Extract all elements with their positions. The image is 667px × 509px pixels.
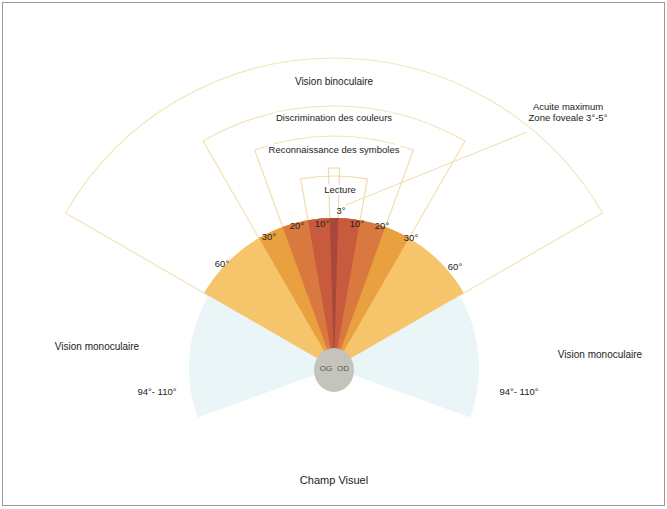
eyes-shape bbox=[314, 348, 354, 392]
binocular-zone-outline bbox=[66, 58, 603, 368]
eye-label: OG bbox=[319, 364, 333, 374]
angle-label: 30° bbox=[261, 231, 277, 242]
zone-label: Vision binoculaire bbox=[294, 76, 374, 88]
angle-label: 60° bbox=[447, 261, 463, 272]
angle-label: 20° bbox=[289, 220, 305, 231]
caption: Champ Visuel bbox=[300, 474, 368, 486]
sector-60 bbox=[204, 218, 464, 368]
sector-20 bbox=[283, 218, 386, 368]
angle-label: 10° bbox=[314, 218, 330, 229]
angle-label: 20° bbox=[374, 220, 390, 231]
zone-label: Lecture bbox=[323, 184, 357, 195]
zone-label: Vision monoculaire bbox=[54, 341, 140, 353]
zone-label: Discrimination des couleurs bbox=[275, 112, 393, 123]
angle-label: 94°- 110° bbox=[498, 386, 539, 397]
angle-label: 30° bbox=[403, 232, 419, 243]
frame-border bbox=[3, 3, 665, 506]
angle-label: 60° bbox=[214, 258, 230, 269]
angle-label: 3° bbox=[335, 205, 346, 216]
zone-label: Acuite maximum Zone foveale 3°-5° bbox=[526, 101, 610, 124]
angle-label: 10° bbox=[349, 218, 365, 229]
zone-label: Vision monoculaire bbox=[557, 349, 643, 361]
sector-10 bbox=[308, 218, 360, 368]
eye-label: OD bbox=[336, 364, 350, 374]
zone-label: Reconnaissance des symboles bbox=[268, 144, 401, 155]
leader-line bbox=[346, 132, 527, 205]
angle-label: 94°- 110° bbox=[136, 386, 177, 397]
sector-3 bbox=[330, 218, 338, 368]
sector-30 bbox=[259, 218, 409, 368]
